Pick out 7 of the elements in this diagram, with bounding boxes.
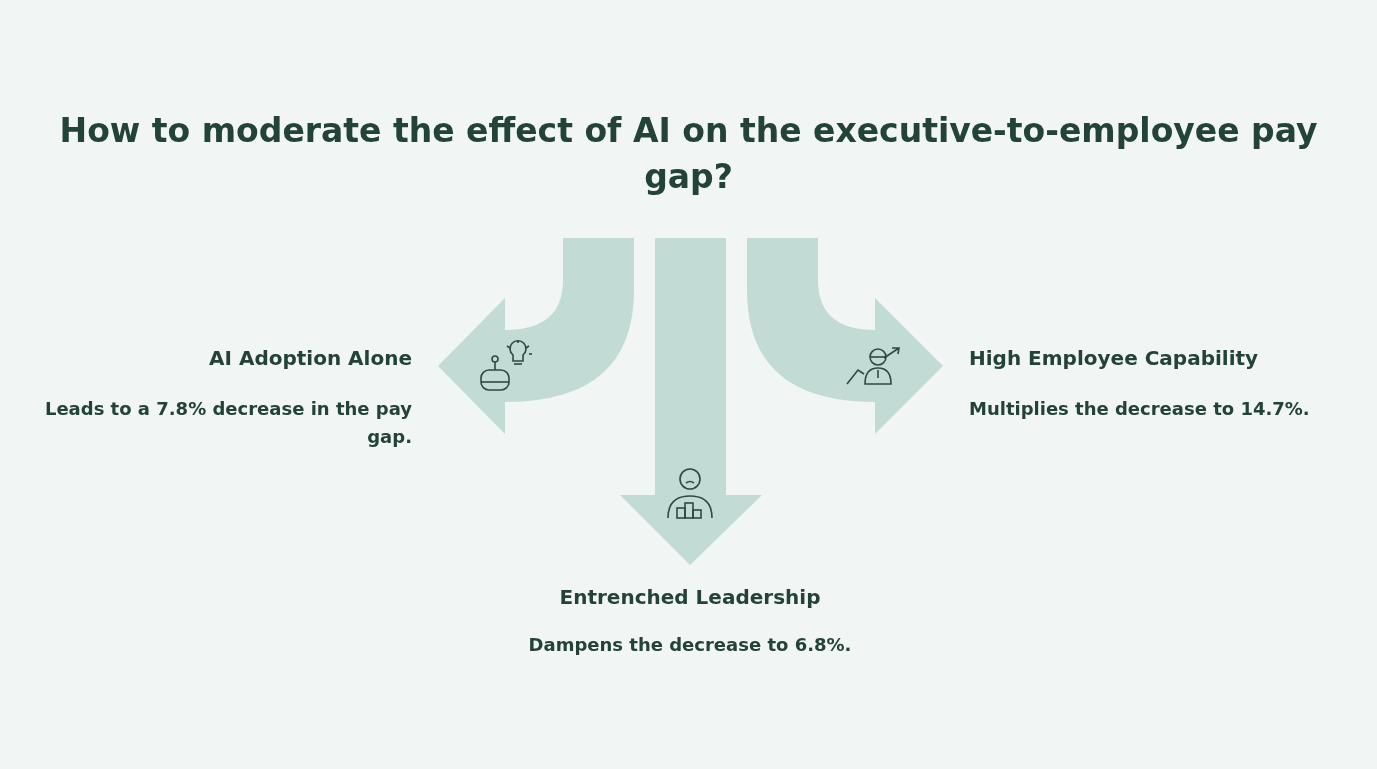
- item-description: Leads to a 7.8% decrease in the pay gap.: [43, 397, 412, 449]
- item-heading: AI Adoption Alone: [209, 346, 412, 370]
- title: How to moderate the effect of AI on the executive-to-employee pay gap?: [58, 110, 1319, 198]
- item-description: Dampens the decrease to 6.8%.: [527, 633, 853, 657]
- item-heading: Entrenched Leadership: [558, 585, 822, 609]
- item-heading: High Employee Capability: [969, 346, 1259, 370]
- item-description: Multiplies the decrease to 14.7%.: [969, 397, 1311, 421]
